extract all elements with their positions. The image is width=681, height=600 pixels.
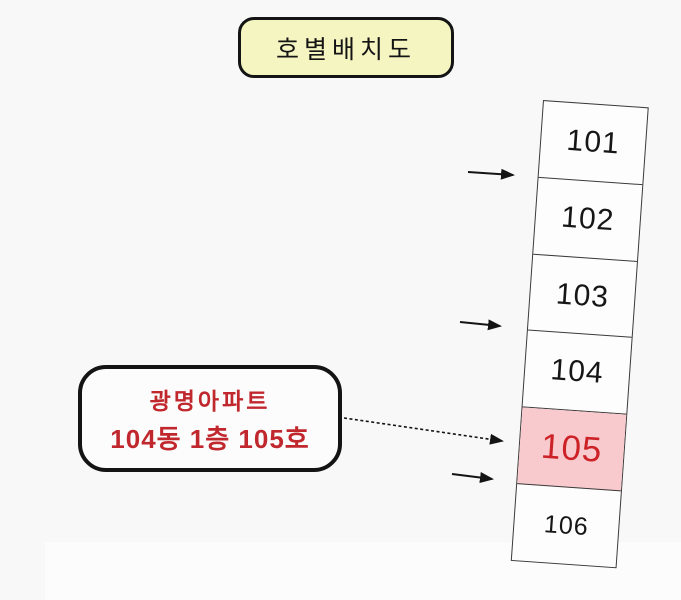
unit-cell-103: 103 [527,254,637,339]
unit-info-callout: 광명아파트 104동 1층 105호 [78,365,342,472]
unit-cell-104: 104 [522,330,632,415]
arrow-right-icon-floor5 [451,472,494,483]
unit-number: 105 [539,426,604,471]
unit-number: 106 [543,509,590,541]
unit-address-label: 104동 1층 105호 [110,423,310,454]
apartment-name-label: 광명아파트 [149,387,271,414]
unit-number: 103 [554,276,611,314]
unit-number: 104 [549,353,605,391]
building-unit-column: 101 102 103 104 105 106 [510,100,649,569]
unit-number: 101 [565,123,621,161]
callout-dotted-arrow-icon [343,417,504,445]
unit-number: 102 [560,200,616,237]
arrow-right-icon-floor1 [467,168,515,180]
unit-cell-106: 106 [512,484,621,567]
unit-cell-102: 102 [533,177,643,262]
arrow-right-icon-floor3 [459,319,502,331]
unit-cell-101: 101 [538,101,648,185]
unit-cell-105-highlighted: 105 [517,407,627,492]
diagram-title-box: 호별배치도 [238,17,454,78]
diagram-title: 호별배치도 [275,35,416,64]
